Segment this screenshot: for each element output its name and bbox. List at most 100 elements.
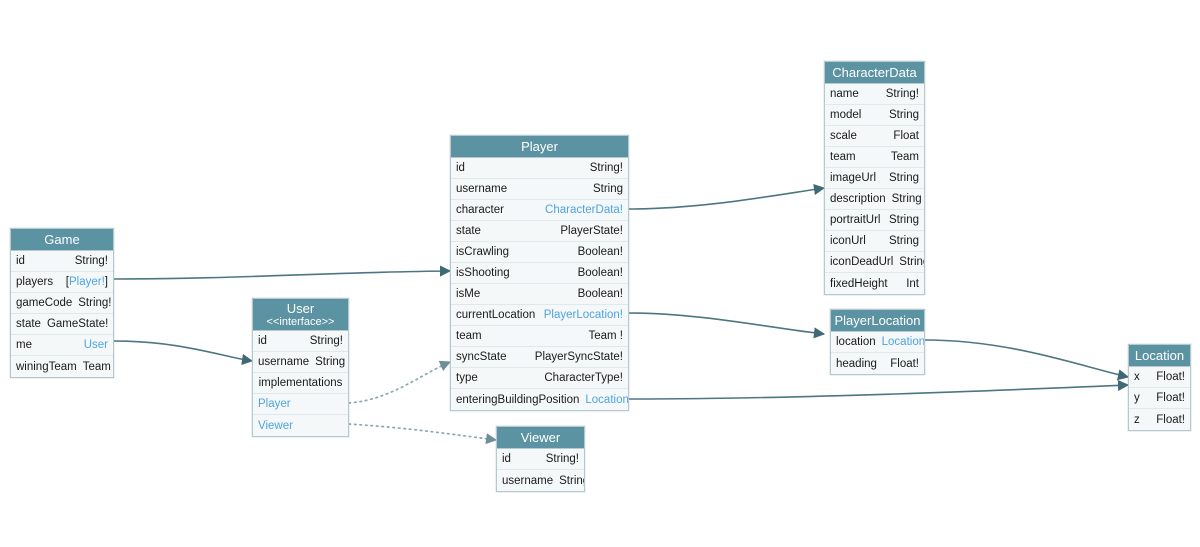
field-row[interactable]: model String: [825, 105, 924, 126]
field-row[interactable]: portraitUrl String: [825, 210, 924, 231]
field-row[interactable]: isCrawling Boolean!: [451, 242, 628, 263]
field-row[interactable]: description String: [825, 189, 924, 210]
field-type: GameState!: [46, 318, 109, 330]
field-type: String!: [309, 335, 343, 347]
field-row[interactable]: type CharacterType!: [451, 368, 628, 389]
field-row[interactable]: syncState PlayerSyncState!: [451, 347, 628, 368]
field-row[interactable]: username String: [253, 352, 348, 373]
field-name: username: [258, 356, 310, 368]
entity-player-location[interactable]: PlayerLocation location Location! headin…: [830, 309, 925, 375]
field-name: team: [456, 330, 482, 342]
field-row[interactable]: id String!: [497, 449, 584, 470]
field-type-link[interactable]: Location!: [881, 336, 924, 348]
field-row[interactable]: location Location!: [831, 332, 924, 353]
field-type: String: [559, 474, 584, 487]
field-row[interactable]: scale Float: [825, 126, 924, 147]
field-name: character: [456, 204, 504, 216]
field-row[interactable]: gameCode String!: [11, 293, 113, 314]
field-row[interactable]: isShooting Boolean!: [451, 263, 628, 284]
entity-game-title: Game: [11, 229, 113, 251]
field-name: currentLocation: [456, 309, 536, 321]
field-row[interactable]: isMe Boolean!: [451, 284, 628, 305]
field-row[interactable]: heading Float!: [831, 353, 924, 374]
field-type: String: [888, 235, 919, 247]
field-row[interactable]: team Team: [825, 147, 924, 168]
field-row[interactable]: enteringBuildingPosition Location: [451, 389, 628, 410]
implementation-name[interactable]: Viewer: [258, 419, 293, 432]
implementation-item-viewer[interactable]: Viewer: [253, 415, 348, 436]
field-row[interactable]: z Float!: [1129, 409, 1190, 430]
edge-game-players-to-player: [113, 265, 452, 280]
field-name: state: [16, 318, 41, 330]
field-type: String!: [589, 162, 623, 174]
field-row[interactable]: character CharacterData!: [451, 200, 628, 221]
implementation-name[interactable]: Player: [258, 398, 291, 410]
field-row[interactable]: name String!: [825, 84, 924, 105]
entity-location[interactable]: Location x Float! y Float! z Float!: [1128, 344, 1191, 431]
field-type: String: [888, 109, 919, 121]
field-row[interactable]: currentLocation PlayerLocation!: [451, 305, 628, 326]
field-type-link[interactable]: CharacterData!: [545, 204, 623, 216]
field-type: String!: [545, 453, 579, 465]
field-type: Float!: [890, 357, 919, 370]
field-name: iconUrl: [830, 235, 866, 247]
field-row[interactable]: fixedHeight Int: [825, 273, 924, 294]
field-name: syncState: [456, 351, 507, 363]
field-type: Float: [893, 130, 919, 142]
field-row[interactable]: username String: [451, 179, 628, 200]
entity-user[interactable]: User <<interface>> id String! username S…: [252, 298, 349, 437]
field-type: String: [888, 172, 919, 184]
field-row[interactable]: winingTeam Team: [11, 356, 113, 377]
edge-player-currentlocation-to-playerlocation: [628, 312, 826, 339]
field-name: winingTeam: [16, 360, 77, 373]
field-row[interactable]: id String!: [451, 158, 628, 179]
edge-player-character-to-characterdata: [628, 183, 826, 210]
edge-player-enteringbuildingposition-to-location: [628, 379, 1130, 400]
field-type: String: [315, 356, 346, 368]
field-name: x: [1134, 371, 1140, 383]
field-row[interactable]: id String!: [11, 251, 113, 272]
field-row[interactable]: iconDeadUrl String: [825, 252, 924, 273]
field-type: Float!: [1156, 371, 1185, 383]
field-name: iconDeadUrl: [830, 256, 894, 268]
field-row[interactable]: id String!: [253, 331, 348, 352]
field-type-link[interactable]: PlayerLocation!: [543, 309, 623, 321]
field-row[interactable]: state GameState!: [11, 314, 113, 335]
field-row[interactable]: username String: [497, 470, 584, 491]
field-name: enteringBuildingPosition: [456, 393, 580, 406]
field-name: state: [456, 225, 481, 237]
field-name: id: [456, 162, 465, 174]
field-name: portraitUrl: [830, 214, 881, 226]
field-type: Boolean!: [577, 246, 623, 258]
entity-viewer-title: Viewer: [497, 427, 584, 449]
field-name: imageUrl: [830, 172, 877, 184]
field-type: Boolean!: [577, 267, 623, 279]
field-row[interactable]: team Team !: [451, 326, 628, 347]
field-type: PlayerSyncState!: [534, 351, 623, 363]
field-type: Float!: [1156, 413, 1185, 426]
field-row[interactable]: x Float!: [1129, 367, 1190, 388]
field-row[interactable]: imageUrl String: [825, 168, 924, 189]
field-type-link[interactable]: User: [83, 339, 108, 351]
field-type-link[interactable]: [Player!]: [65, 276, 108, 288]
field-type-link[interactable]: Location: [585, 393, 628, 406]
entity-character-data[interactable]: CharacterData name String! model String …: [824, 61, 925, 295]
entity-game[interactable]: Game id String! players [Player!] gameCo…: [10, 228, 114, 378]
field-name: description: [830, 193, 886, 205]
field-row[interactable]: y Float!: [1129, 388, 1190, 409]
field-row[interactable]: players [Player!]: [11, 272, 113, 293]
entity-viewer[interactable]: Viewer id String! username String: [496, 426, 585, 492]
field-row[interactable]: iconUrl String: [825, 231, 924, 252]
field-name: z: [1134, 413, 1140, 426]
field-row[interactable]: state PlayerState!: [451, 221, 628, 242]
field-type: Team: [890, 151, 919, 163]
entity-player[interactable]: Player id String! username String charac…: [450, 135, 629, 411]
field-name: username: [456, 183, 508, 195]
field-name: isMe: [456, 288, 481, 300]
implementations-text: implementations: [258, 377, 343, 389]
field-type: String!: [78, 297, 112, 309]
implementation-item-player[interactable]: Player: [253, 394, 348, 415]
field-row[interactable]: me User: [11, 335, 113, 356]
field-name: fixedHeight: [830, 277, 888, 290]
